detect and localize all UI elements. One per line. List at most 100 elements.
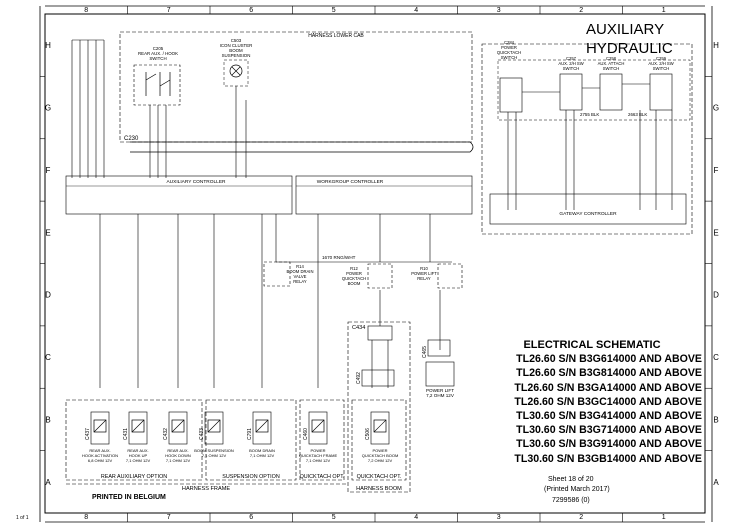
icon-cluster-box xyxy=(223,59,249,87)
print-date: (Printed March 2017) xyxy=(544,486,610,493)
auxiliary-hydraulic-title: AUXILIARY HYDRAULIC xyxy=(586,20,673,58)
power-qt-switch-label-4: SWITCH xyxy=(501,55,518,60)
column-label: 6 xyxy=(249,514,253,521)
relay-r10-label-2: POWER LIFT xyxy=(411,271,437,276)
row-label: E xyxy=(45,228,50,237)
lamp-cross-2 xyxy=(231,66,241,76)
load-connector-label: C432 xyxy=(163,428,169,440)
column-label: 4 xyxy=(414,514,418,521)
connector-c492-label: C492 xyxy=(356,372,362,384)
load-description: 7,1 OHM 12V xyxy=(250,453,275,458)
title-block: ELECTRICAL SCHEMATIC TL26.60 S/N B3G6140… xyxy=(478,338,702,466)
column-label: 3 xyxy=(497,514,501,521)
load-description: QUICKTACH FRAME xyxy=(299,453,338,458)
load-connector-label: C431 xyxy=(123,428,129,440)
column-label: 5 xyxy=(332,7,336,14)
gateway-controller-box xyxy=(489,193,687,225)
load-description: 7,1 OHM 12V xyxy=(126,458,151,463)
load-description: REAR AUX. xyxy=(127,448,148,453)
load-description: REAR AUX. xyxy=(167,448,188,453)
suspension-option-box xyxy=(205,399,297,481)
aux-sw1-label-1: C257 xyxy=(566,56,577,61)
relay-r12-label-1: R12 xyxy=(350,266,358,271)
model-line-7: TL30.60 S/N B3G914000 AND ABOVE xyxy=(516,438,702,451)
load-description: HOOK UP xyxy=(129,453,148,458)
load-description: REAR AUX. xyxy=(89,448,110,453)
c230-harness-bundle xyxy=(130,141,474,153)
power-lift-label-1: POWER LIFT xyxy=(426,388,454,393)
load-connector xyxy=(128,411,148,445)
aux-sw2-label-3: SWITCH xyxy=(603,66,620,71)
rear-aux-switch-label-1: C205 xyxy=(153,46,164,51)
load-description: 7,2 OHM 12V xyxy=(368,458,393,463)
connector-c434-label: C434 xyxy=(352,325,365,331)
power-qt-switch-label-3: QUICKTACH xyxy=(497,50,521,55)
connector-c465 xyxy=(427,339,451,357)
relay-r12 xyxy=(367,263,393,289)
column-label: 5 xyxy=(332,514,336,521)
relay-r12-label-3: QUICKTACH xyxy=(342,276,366,281)
model-line-1: TL26.60 S/N B3G614000 AND ABOVE xyxy=(516,353,702,366)
row-label: C xyxy=(45,353,51,362)
column-label: 2 xyxy=(579,7,583,14)
row-label: D xyxy=(45,291,51,300)
row-label: A xyxy=(45,478,51,487)
wire-2755-label: 2755 BLK xyxy=(580,112,599,117)
schematic-title: ELECTRICAL SCHEMATIC xyxy=(523,339,661,351)
icon-cluster-label-1: C503 xyxy=(231,38,242,43)
aux-switch-group-symbols xyxy=(499,73,673,210)
printed-in: PRINTED IN BELGIUM xyxy=(92,494,166,501)
rear-aux-switch-label-2: REAR AUX. / HOOK xyxy=(138,51,178,56)
quicktach-boom-box xyxy=(351,399,407,481)
connector-c434 xyxy=(367,325,393,341)
load-description: POWER xyxy=(310,448,325,453)
c230-label: C230 xyxy=(124,136,139,142)
row-label: G xyxy=(713,104,719,113)
power-lift-label-2: 7,2 OHM 12V xyxy=(426,393,455,398)
aux-sw2-label-2: AUX. ATTACH xyxy=(598,61,625,66)
solenoid-coil xyxy=(255,419,269,433)
model-line-8: TL30.60 S/N B3GB14000 AND ABOVE xyxy=(514,452,702,465)
relay-r14-label-2: BOOM DRAIN xyxy=(287,269,314,274)
harness-frame-label: HARNESS FRAME xyxy=(182,486,230,492)
suspension-option-label: SUSPENSION OPTION xyxy=(222,474,280,480)
icon-cluster-label-3: BOOM xyxy=(229,48,243,53)
workgroup-controller-label: WORKGROUP CONTROLLER xyxy=(317,179,384,185)
column-label: 7 xyxy=(167,514,171,521)
quicktach-option-label: QUICKTACH OPT. xyxy=(300,474,345,480)
row-label: G xyxy=(45,104,51,113)
page-count: 1 of 1 xyxy=(16,515,29,521)
solenoid-coil xyxy=(311,419,325,433)
load-description: HOOK ACTIVATION xyxy=(82,453,118,458)
row-label: B xyxy=(45,415,50,424)
connector-c492 xyxy=(361,369,395,387)
column-label: 2 xyxy=(579,514,583,521)
column-label: 8 xyxy=(84,7,88,14)
auxiliary-controller-box xyxy=(65,175,293,215)
relay-r10-label-1: R10 xyxy=(420,266,428,271)
relay-r10 xyxy=(437,263,463,289)
coil-diagonal xyxy=(171,419,185,433)
aux-sw3-label-3: SWITCH xyxy=(653,66,670,71)
load-description: 7,1 OHM 12V xyxy=(202,453,227,458)
column-label: 3 xyxy=(497,7,501,14)
column-label: 1 xyxy=(662,514,666,521)
rear-aux-option-box xyxy=(65,399,203,481)
relay-r14-label-1: R14 xyxy=(296,264,304,269)
harness-boom-box xyxy=(347,321,411,493)
column-label: 1 xyxy=(662,7,666,14)
relay-r12-label-4: BOOM xyxy=(348,281,361,286)
load-description: BOOM DRAIN xyxy=(249,448,275,453)
coil-diagonal xyxy=(93,419,107,433)
quicktach-frame-box xyxy=(299,399,345,481)
model-line-2: TL26.60 S/N B3G814000 AND ABOVE xyxy=(516,367,702,380)
auxiliary-controller-label: AUXILIARY CONTROLLER xyxy=(166,179,226,185)
model-line-4: TL26.60 S/N B3GC14000 AND ABOVE xyxy=(514,395,702,408)
